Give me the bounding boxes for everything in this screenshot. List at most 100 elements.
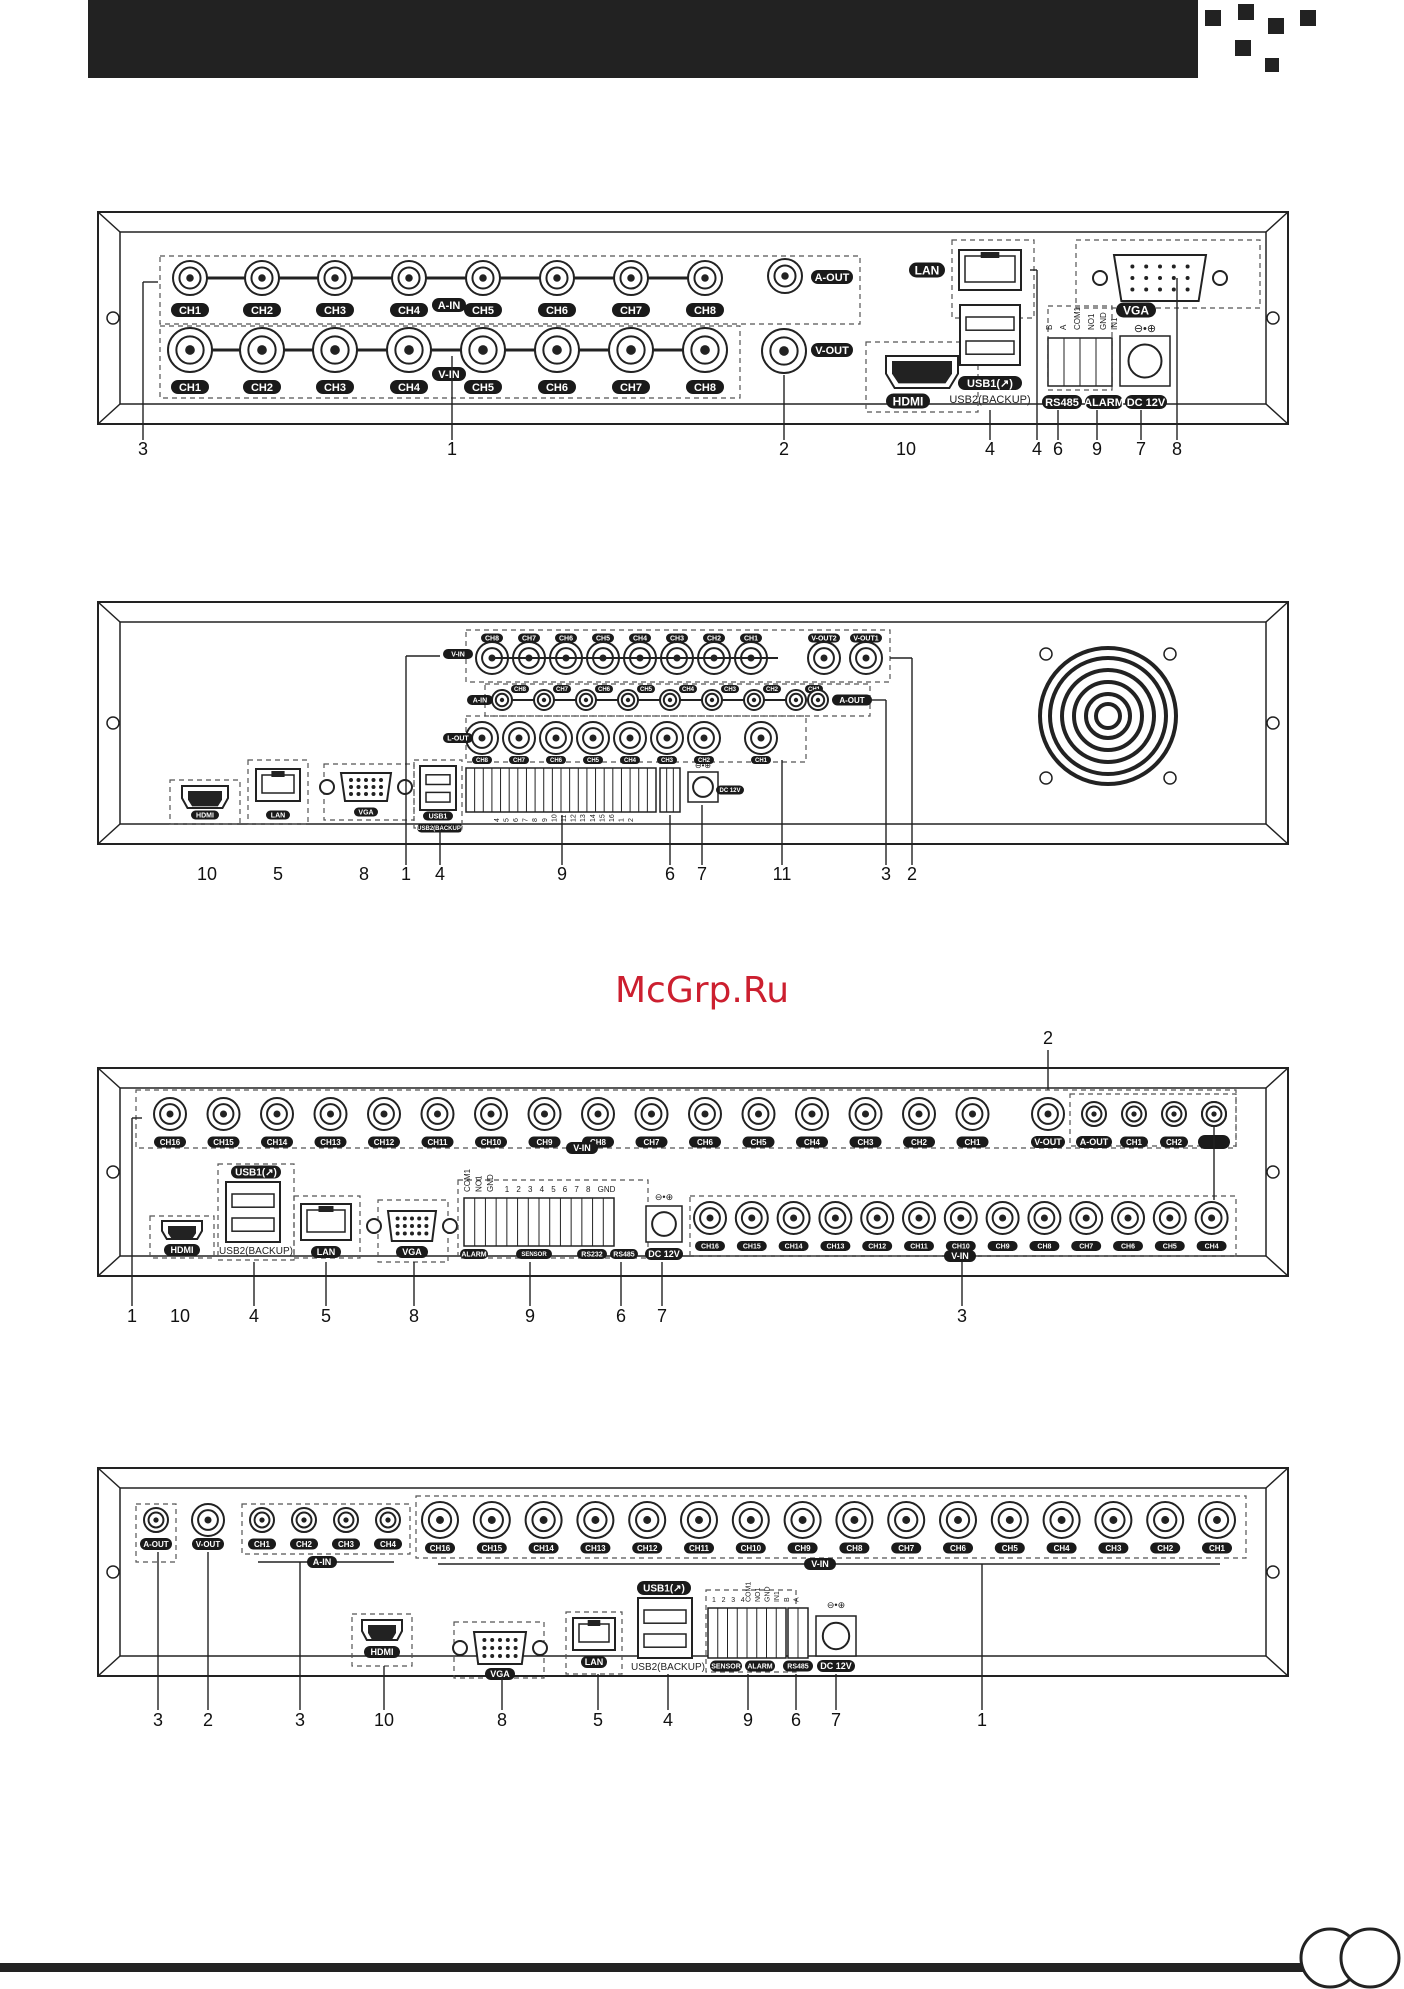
- label-pill: [467, 695, 493, 705]
- chassis-inner: [119, 231, 1267, 405]
- terminal-pin-label: 11: [561, 815, 568, 822]
- vga-pin-icon: [349, 792, 353, 796]
- terminal-pin-label: GND: [486, 1174, 495, 1192]
- label-pill: [943, 1542, 973, 1554]
- l-out-channel-label: CH7: [513, 758, 526, 764]
- vga-pin-icon: [410, 1216, 414, 1221]
- callout-number: 8: [497, 1710, 507, 1730]
- bnc-pin-icon: [700, 734, 708, 742]
- vga-pin-icon: [410, 1224, 414, 1228]
- label-pill: [171, 380, 209, 394]
- bnc-pin-icon: [862, 654, 870, 662]
- vga-pin-icon: [513, 1654, 518, 1658]
- label-pill: [472, 756, 492, 764]
- v-in-channel-label: CH13: [585, 1544, 606, 1553]
- vga-pin-icon: [1158, 276, 1162, 280]
- terminal-pin-label: 15: [599, 814, 606, 822]
- label-pill: [481, 633, 503, 643]
- label-pill: [154, 1136, 186, 1148]
- v-in-label: V-IN: [451, 652, 465, 659]
- label-pill: [261, 1136, 293, 1148]
- terminal-pin-label: 14: [590, 814, 597, 822]
- vga-pin-icon: [513, 1638, 518, 1642]
- dc-label: DC 12V: [820, 1661, 852, 1671]
- v-in-channel-label: CH7: [1079, 1244, 1093, 1251]
- label-pill: [909, 262, 945, 278]
- fan-screw-icon: [1163, 647, 1177, 661]
- label-pill: [620, 756, 640, 764]
- a-out-label: A-OUT: [815, 272, 850, 284]
- callout-number: 3: [957, 1306, 967, 1326]
- label-pill: [546, 756, 566, 764]
- lan-label: LAN: [271, 813, 285, 820]
- label-pill: [1042, 395, 1082, 409]
- dc-polarity-text: ⊖•⊕: [1134, 323, 1156, 335]
- a-in-channel-label: CH5: [640, 687, 653, 693]
- fan-screw-icon: [1039, 647, 1053, 661]
- bnc-pin-icon: [1131, 1111, 1137, 1117]
- callout-number: 7: [1136, 439, 1146, 459]
- a-in-channel-label: CH1: [254, 1540, 271, 1549]
- usb-slot-icon: [231, 1217, 275, 1232]
- label-pill: [703, 633, 725, 643]
- label-pill: [374, 1538, 402, 1550]
- label-pill: [443, 649, 473, 659]
- v-in-channel-label: CH7: [643, 1138, 660, 1147]
- vga-pin-icon: [505, 1646, 510, 1650]
- vga-pin-icon: [1144, 287, 1149, 292]
- screw-icon: [442, 1218, 458, 1234]
- label-pill: [266, 810, 290, 820]
- callout-number: 7: [697, 864, 707, 884]
- bnc-pin-icon: [1044, 1110, 1052, 1118]
- vga-pin-icon: [417, 1224, 422, 1228]
- usb2-label: USB2(BACKUP): [949, 394, 1030, 406]
- label-pill: [243, 380, 281, 394]
- bnc-pin-icon: [808, 1110, 816, 1118]
- label-pill: [849, 1136, 882, 1148]
- callout-number: 7: [831, 1710, 841, 1730]
- v-in-channel-label: CH9: [536, 1138, 553, 1147]
- label-pill: [316, 380, 354, 394]
- callout-number: 5: [273, 864, 283, 884]
- label-pill: [637, 685, 655, 693]
- bnc-pin-icon: [627, 274, 635, 282]
- a-in-channel-label: CH4: [398, 305, 421, 317]
- hdmi-label: HDMI: [371, 1647, 394, 1657]
- v-in-channel-label: CH2: [1157, 1544, 1174, 1553]
- label-pill: [716, 785, 744, 795]
- terminal-pin-label: 3: [528, 1185, 533, 1194]
- label-pill: [191, 810, 219, 820]
- usb-slot-icon: [425, 774, 451, 786]
- terminal-pin-label: A: [793, 1597, 800, 1602]
- label-pill: [666, 633, 688, 643]
- terminal-pin-label: 4: [540, 1185, 545, 1194]
- terminal-pin-label: IN1: [1110, 317, 1119, 330]
- chassis-corner: [1265, 601, 1289, 623]
- screw-icon: [106, 311, 120, 325]
- bnc-pin-icon: [1161, 1516, 1170, 1524]
- bnc-pin-icon: [258, 274, 266, 282]
- v-in-channel-label: CH3: [670, 636, 684, 643]
- group-outline: [241, 1503, 411, 1555]
- vga-pin-icon: [505, 1654, 510, 1658]
- chassis-corner: [97, 1467, 121, 1489]
- label-pill: [903, 1136, 935, 1148]
- label-pill: [745, 1660, 775, 1672]
- bnc-pin-icon: [667, 697, 673, 703]
- terminal-pin-label: GND: [598, 1185, 616, 1194]
- a-in-channel-label: CH8: [514, 687, 527, 693]
- label-pill: [192, 1538, 224, 1550]
- v-in-channel-label: CH16: [701, 1244, 719, 1251]
- label-pill: [243, 303, 281, 317]
- v-out-label: V-OUT: [1034, 1137, 1062, 1147]
- bnc-pin-icon: [790, 1214, 798, 1222]
- callout-number: 9: [525, 1306, 535, 1326]
- label-pill: [751, 756, 771, 764]
- bnc-pin-icon: [385, 1517, 391, 1523]
- vga-pin-icon: [498, 1654, 502, 1658]
- vga-pin-icon: [1185, 287, 1190, 292]
- terminal-pin-label: 1: [619, 818, 626, 822]
- bnc-pin-icon: [487, 1110, 495, 1118]
- label-pill: [804, 1558, 836, 1570]
- label-pill: [580, 1542, 611, 1554]
